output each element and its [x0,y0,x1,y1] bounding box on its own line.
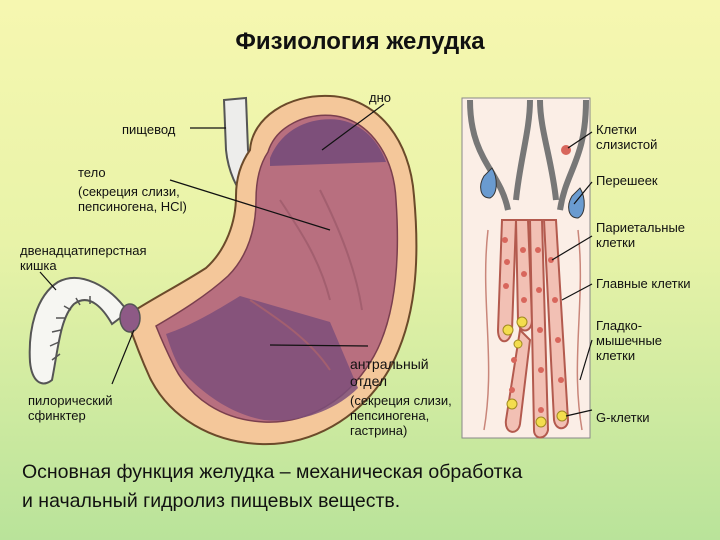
label-pyloric-sphincter: пилорический сфинктер [28,393,113,423]
label-mucous-cells: Клетки слизистой [596,122,658,152]
g-cells [502,316,568,428]
label-g-cells: G-клетки [596,410,650,425]
gland-cells [502,237,564,413]
label-antrum: антральный отдел [350,356,429,389]
label-duodenum: двенадцатиперстная кишка [20,243,147,273]
label-chief-cells: Главные клетки [596,276,691,291]
label-fundus: дно [369,90,391,105]
stomach-leader-lines [39,103,385,385]
label-body-secretion: (секреция слизи, пепсиногена, HCl) [78,184,187,214]
smooth-muscle-strands [483,229,583,431]
duodenum-shape [28,277,130,385]
label-body: тело [78,165,106,180]
gastric-gland-illustration [461,97,591,439]
mucous-cell-left [480,167,497,199]
label-esophagus: пищевод [122,122,176,137]
label-antrum-secretion: (секреция слизи, пепсиногена, гастрина) [350,393,452,438]
antrum-region [166,296,358,421]
label-isthmus: Перешеек [596,173,658,188]
gland-leader-lines [551,131,593,417]
fundus-region [270,119,386,166]
duodenum-folds [49,296,91,361]
pyloric-sphincter-shape [119,303,141,333]
page-title: Физиология желудка [235,28,485,55]
label-parietal-cells: Париетальные клетки [596,220,686,250]
stomach-folds [249,189,363,371]
label-smooth-muscle: Гладко- мышечные клетки [596,318,663,363]
surface-crypts [467,99,589,211]
footer-summary: Основная функция желудка – механическая … [22,461,523,512]
